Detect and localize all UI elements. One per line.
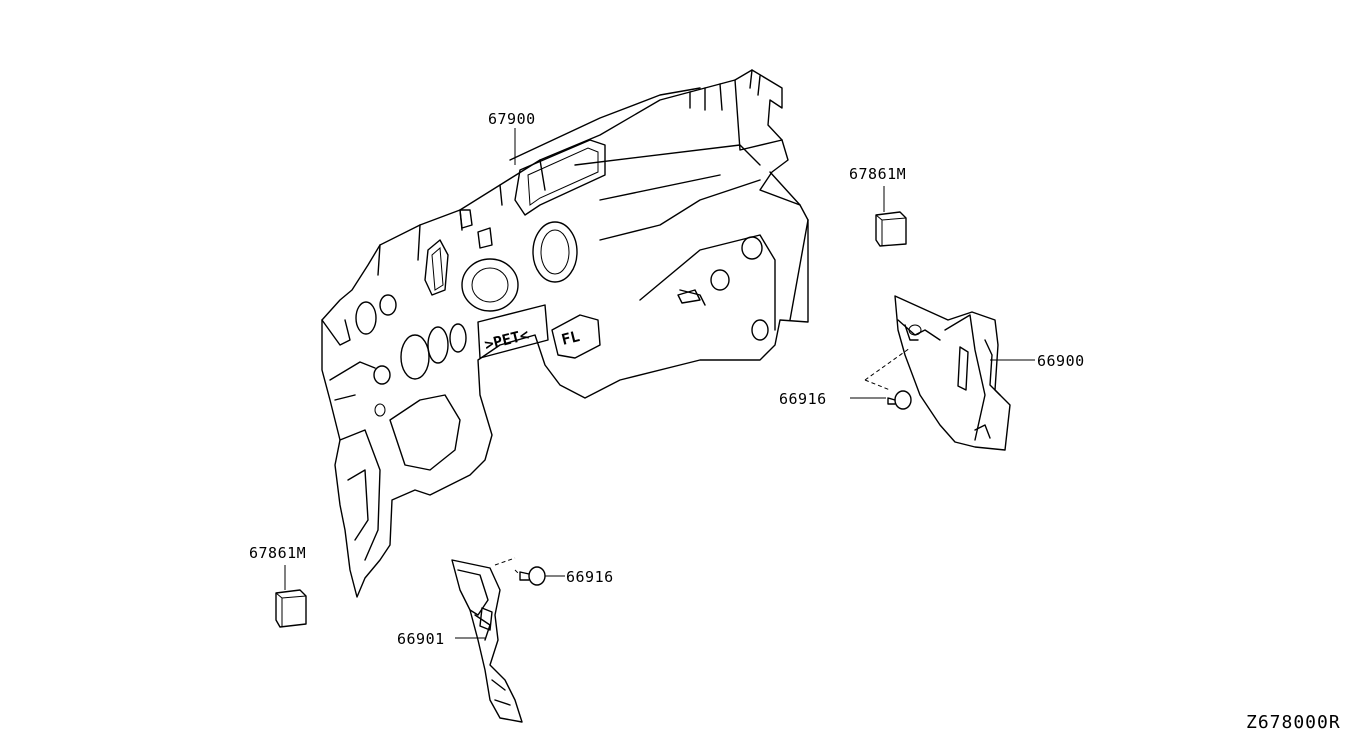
label-66916-left: 66916: [566, 568, 614, 586]
label-67861m-right: 67861M: [849, 165, 907, 183]
dash-insulator-panel[interactable]: >PET< FL: [321, 69, 809, 598]
diagram-code: Z678000R: [1246, 712, 1341, 733]
label-66901: 66901: [397, 630, 445, 648]
guide-66916-right: [864, 347, 911, 391]
label-66900: 66900: [1037, 352, 1085, 370]
label-67900: 67900: [488, 110, 536, 128]
clip-right[interactable]: [887, 390, 912, 410]
label-66916-right: 66916: [779, 390, 827, 408]
pad-right[interactable]: [875, 211, 907, 247]
trim-left[interactable]: [451, 559, 523, 723]
trim-right[interactable]: [894, 295, 1011, 451]
pad-left[interactable]: [275, 589, 307, 628]
label-67861m-left: 67861M: [249, 544, 307, 562]
guide-66916-left: [494, 557, 521, 576]
stamp-fl: FL: [560, 327, 582, 349]
clip-left[interactable]: [519, 566, 546, 586]
